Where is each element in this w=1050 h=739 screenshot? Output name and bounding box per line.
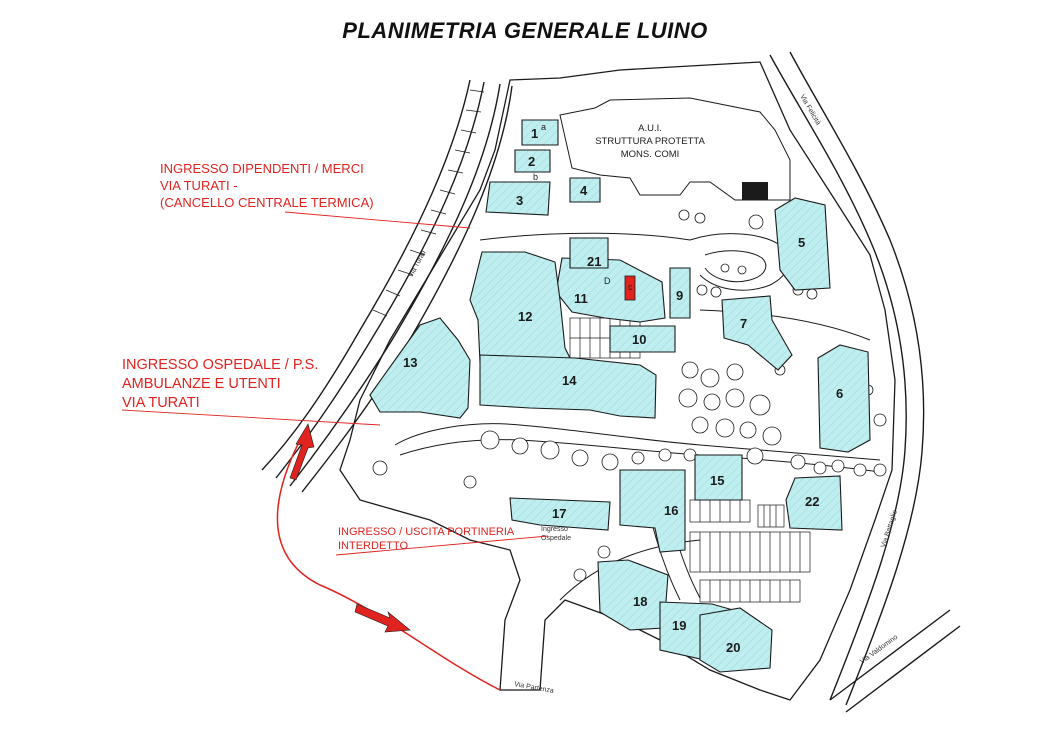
- aui-label-1: A.U.I.: [638, 123, 662, 134]
- leader-lines: [121, 211, 549, 556]
- note-portineria: INGRESSO / USCITA PORTINERIA INTERDETTO: [338, 525, 514, 553]
- buildings: [369, 119, 871, 673]
- label-building-15: 15: [710, 473, 724, 488]
- label-building-3: 3: [516, 193, 523, 208]
- pedestrian-entrance: Ingresso Ospedale: [541, 526, 571, 542]
- label-building-4: 4: [580, 183, 588, 198]
- building-16[interactable]: [619, 469, 686, 553]
- bottom-right-road: [829, 609, 961, 713]
- note-portineria-line-1: INGRESSO / USCITA PORTINERIA: [338, 526, 515, 538]
- label-building-9: 9: [676, 288, 683, 303]
- street-partenza: Via Partenza: [514, 681, 555, 695]
- note-portineria-line-2: INTERDETTO: [338, 540, 409, 552]
- building-1[interactable]: [521, 119, 559, 146]
- label-building-5: 5: [798, 235, 805, 250]
- building-7[interactable]: [721, 295, 793, 371]
- note-dipendenti-line-1: INGRESSO DIPENDENTI / MERCI: [160, 161, 364, 176]
- small-marks: a b c D: [533, 122, 633, 292]
- building-5[interactable]: [774, 197, 831, 291]
- mark-a: a: [541, 122, 546, 132]
- label-building-20: 20: [726, 640, 740, 655]
- mark-d: D: [604, 276, 611, 286]
- label-building-12: 12: [518, 309, 532, 324]
- aui-label-3: MONS. COMI: [621, 149, 680, 160]
- note-ospedale-line-1: INGRESSO OSPEDALE / P.S.: [122, 357, 319, 373]
- building-numbers: 1 2 3 4 5 6 7 9 10 11 12 13 14 15 16 17 …: [403, 126, 843, 655]
- label-building-17: 17: [552, 506, 566, 521]
- building-c-highlight[interactable]: [624, 275, 636, 301]
- label-building-2: 2: [528, 154, 535, 169]
- building-22[interactable]: [785, 475, 843, 531]
- arrow-right-icon: [354, 603, 411, 633]
- label-building-18: 18: [633, 594, 647, 609]
- building-2[interactable]: [514, 149, 551, 173]
- label-building-7: 7: [740, 316, 747, 331]
- pedestrian-label-2: Ospedale: [541, 535, 571, 542]
- building-15[interactable]: [694, 454, 743, 501]
- rail-ties: [372, 89, 485, 317]
- site-perimeter: [339, 61, 896, 701]
- building-20[interactable]: [699, 607, 773, 673]
- label-building-19: 19: [672, 618, 686, 633]
- label-building-1: 1: [531, 126, 538, 141]
- label-building-10: 10: [632, 332, 646, 347]
- arrow-up-icon: [289, 423, 315, 481]
- building-10[interactable]: [609, 325, 676, 353]
- mark-b: b: [533, 172, 538, 182]
- street-turati: Via Turati: [408, 249, 428, 279]
- mark-c: c: [628, 282, 633, 292]
- right-road: [769, 51, 925, 706]
- label-building-16: 16: [664, 503, 678, 518]
- label-building-13: 13: [403, 355, 417, 370]
- note-ingresso-ospedale: INGRESSO OSPEDALE / P.S. AMBULANZE E UTE…: [122, 356, 318, 413]
- note-ingresso-dipendenti: INGRESSO DIPENDENTI / MERCI VIA TURATI -…: [160, 160, 374, 211]
- building-13[interactable]: [369, 317, 471, 419]
- building-11[interactable]: [555, 257, 666, 323]
- label-building-22: 22: [805, 494, 819, 509]
- building-21[interactable]: [569, 237, 609, 269]
- label-building-11: 11: [574, 291, 588, 306]
- building-4[interactable]: [569, 177, 601, 203]
- note-dipendenti-line-2: VIA TURATI -: [160, 178, 238, 193]
- aui-label-2: STRUTTURA PROTETTA: [595, 136, 705, 147]
- building-14[interactable]: [479, 354, 657, 419]
- building-17[interactable]: [509, 497, 611, 531]
- label-building-6: 6: [836, 386, 843, 401]
- note-ospedale-line-3: VIA TURATI: [122, 395, 200, 411]
- building-12[interactable]: [469, 251, 573, 363]
- street-battaglie: Via Battaglie: [880, 509, 899, 549]
- label-building-21: 21: [587, 254, 601, 269]
- note-ospedale-line-2: AMBULANZE E UTENTI: [122, 376, 281, 392]
- aui-structure: A.U.I. STRUTTURA PROTETTA MONS. COMI: [559, 97, 791, 201]
- building-6[interactable]: [817, 344, 871, 453]
- map-title: PLANIMETRIA GENERALE LUINO: [342, 18, 708, 43]
- access-route: [276, 423, 501, 691]
- note-dipendenti-line-3: (CANCELLO CENTRALE TERMICA): [160, 195, 374, 210]
- building-9[interactable]: [669, 267, 691, 319]
- label-building-14: 14: [562, 373, 577, 388]
- street-valdomino: Via Valdomino: [859, 634, 899, 666]
- pedestrian-label-1: Ingresso: [541, 526, 568, 533]
- internal-roads: [394, 232, 881, 601]
- building-3[interactable]: [485, 181, 551, 216]
